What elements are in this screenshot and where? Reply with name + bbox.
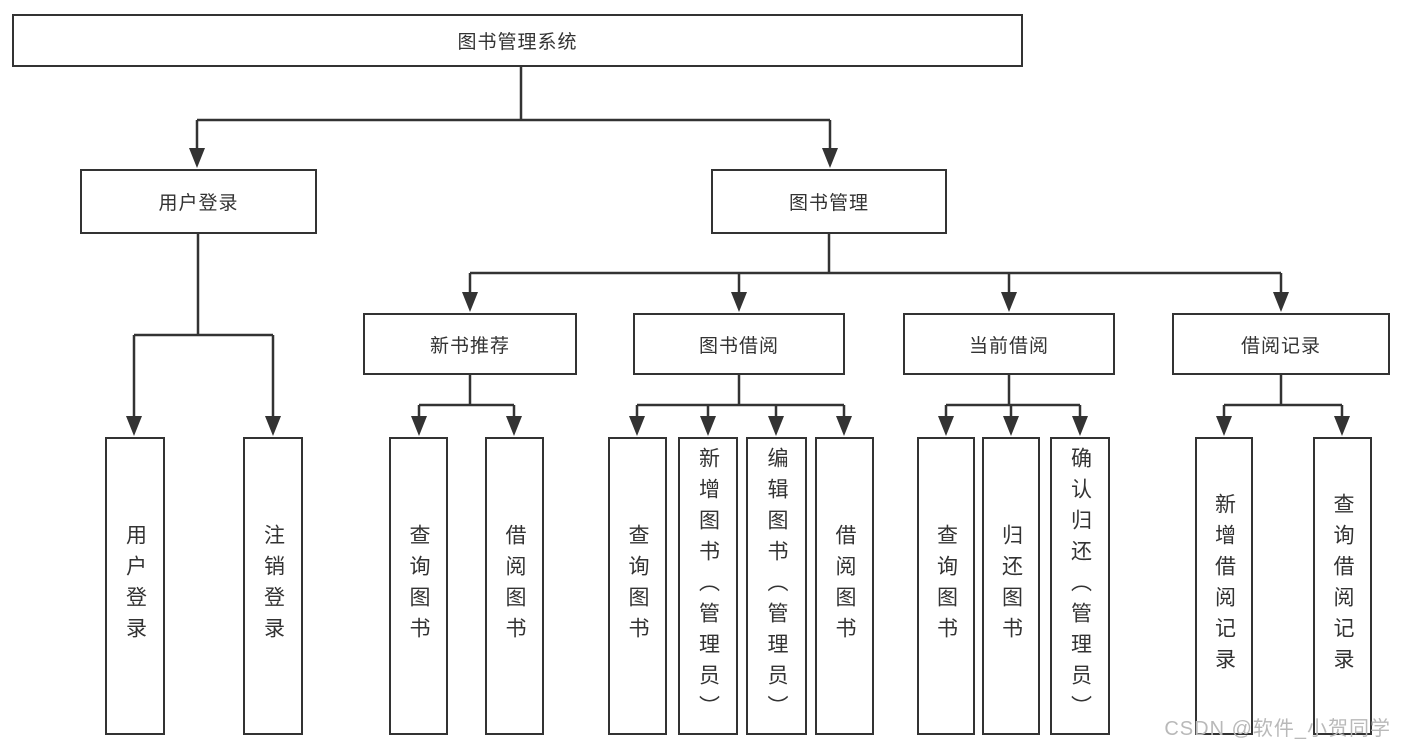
leaf-query-books-recommend-label: 查询图书 <box>407 524 431 648</box>
leaf-query-borrow-record-label: 查询借阅记录 <box>1331 493 1355 679</box>
leaf-logout-label: 注销登录 <box>261 524 285 648</box>
node-current-borrowing: 当前借阅 <box>903 313 1115 375</box>
leaf-add-borrow-record: 新增借阅记录 <box>1195 437 1253 735</box>
leaf-query-books-current: 查询图书 <box>917 437 975 735</box>
connector-path <box>132 67 1344 418</box>
leaf-confirm-return-admin: 确认归还（管理员） <box>1050 437 1110 735</box>
leaf-user-login-label: 用户登录 <box>123 524 147 648</box>
node-user-login: 用户登录 <box>80 169 317 234</box>
arrowhead-icon <box>1273 292 1289 312</box>
arrowhead-icon <box>265 416 281 436</box>
node-book-management-system: 图书管理系统 <box>12 14 1023 67</box>
arrowhead-icon <box>1072 416 1088 436</box>
arrowhead-icon <box>1334 416 1350 436</box>
node-book-management: 图书管理 <box>711 169 947 234</box>
arrowhead-icon <box>411 416 427 436</box>
arrowhead-icon <box>629 416 645 436</box>
arrowhead-icon <box>836 416 852 436</box>
leaf-edit-books-admin-label: 编辑图书（管理员） <box>765 446 789 726</box>
leaf-query-books-current-label: 查询图书 <box>934 524 958 648</box>
arrowhead-icon <box>768 416 784 436</box>
leaf-borrow-books-borrowing: 借阅图书 <box>815 437 874 735</box>
arrowhead-icon <box>700 416 716 436</box>
node-borrowing-records: 借阅记录 <box>1172 313 1390 375</box>
leaf-query-borrow-record: 查询借阅记录 <box>1313 437 1372 735</box>
leaf-return-books: 归还图书 <box>982 437 1040 735</box>
leaf-query-books-borrowing: 查询图书 <box>608 437 667 735</box>
arrowhead-icon <box>189 148 205 168</box>
node-book-borrowing: 图书借阅 <box>633 313 845 375</box>
arrowhead-icon <box>1216 416 1232 436</box>
leaf-borrow-books-recommend: 借阅图书 <box>485 437 544 735</box>
leaf-confirm-return-admin-label: 确认归还（管理员） <box>1068 446 1092 726</box>
leaf-add-books-admin-label: 新增图书（管理员） <box>696 446 720 726</box>
arrowhead-icon <box>1001 292 1017 312</box>
watermark: CSDN @软件_小贺同学 <box>1164 718 1391 740</box>
arrowhead-icon <box>462 292 478 312</box>
arrowhead-icon <box>1003 416 1019 436</box>
leaf-return-books-label: 归还图书 <box>999 524 1023 648</box>
arrowhead-icon <box>731 292 747 312</box>
leaf-add-books-admin: 新增图书（管理员） <box>678 437 738 735</box>
arrowhead-group <box>126 148 1350 436</box>
leaf-query-books-recommend: 查询图书 <box>389 437 448 735</box>
leaf-query-books-borrowing-label: 查询图书 <box>626 524 650 648</box>
leaf-user-login: 用户登录 <box>105 437 165 735</box>
leaf-borrow-books-recommend-label: 借阅图书 <box>503 524 527 648</box>
leaf-borrow-books-borrowing-label: 借阅图书 <box>833 524 857 648</box>
arrowhead-icon <box>822 148 838 168</box>
leaf-add-borrow-record-label: 新增借阅记录 <box>1212 493 1236 679</box>
leaf-edit-books-admin: 编辑图书（管理员） <box>746 437 807 735</box>
node-new-book-recommendation: 新书推荐 <box>363 313 577 375</box>
arrowhead-icon <box>938 416 954 436</box>
arrowhead-icon <box>126 416 142 436</box>
arrowhead-icon <box>506 416 522 436</box>
leaf-logout: 注销登录 <box>243 437 303 735</box>
